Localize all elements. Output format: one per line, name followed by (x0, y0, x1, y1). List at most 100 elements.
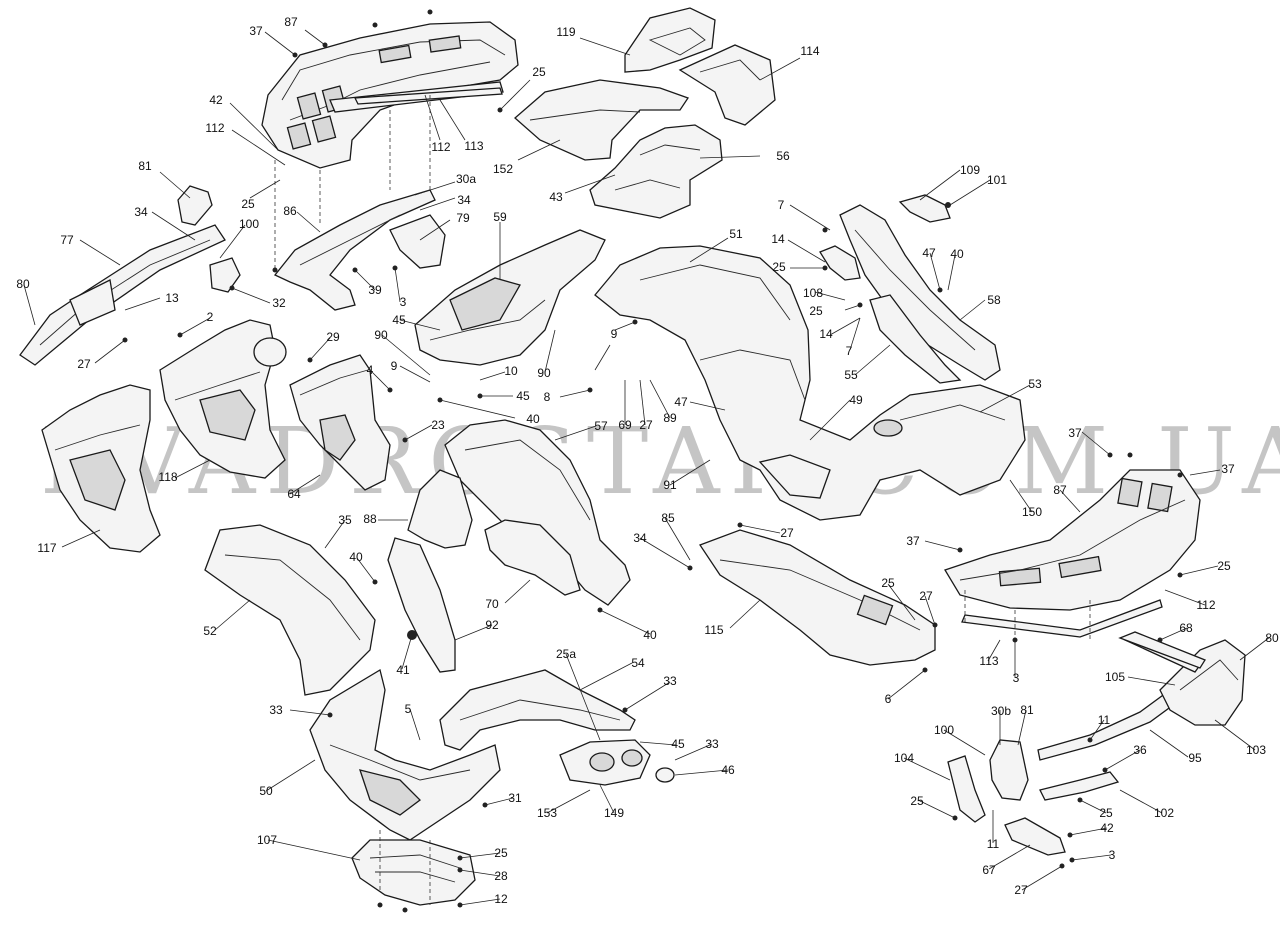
callout-57: 57 (594, 419, 608, 433)
mudguard-70 (484, 519, 581, 596)
callout-25: 25 (772, 260, 786, 274)
callout-107: 107 (256, 833, 278, 847)
bracket-108 (819, 245, 861, 281)
callout-51: 51 (729, 227, 743, 241)
callout-40: 40 (950, 247, 964, 261)
callout-25: 25 (241, 197, 255, 211)
callout-32: 32 (272, 296, 286, 310)
callout-14: 14 (819, 327, 833, 341)
cover-152 (514, 79, 690, 161)
light-149 (559, 739, 651, 786)
callout-36: 36 (1133, 743, 1147, 757)
callout-81: 81 (1020, 703, 1034, 717)
callout-41: 41 (396, 663, 410, 677)
callout-103: 103 (1245, 743, 1267, 757)
callout-153: 153 (536, 806, 558, 820)
callout-3: 3 (1012, 671, 1020, 685)
callout-115: 115 (704, 623, 724, 637)
callout-23: 23 (431, 418, 445, 432)
callout-70: 70 (485, 597, 499, 611)
callout-2: 2 (206, 310, 214, 324)
callout-25: 25 (1099, 806, 1113, 820)
callout-25: 25 (881, 576, 895, 590)
footwell-50 (309, 668, 501, 841)
callout-45: 45 (516, 389, 530, 403)
callout-30b: 30b (990, 704, 1012, 718)
callout-28: 28 (494, 869, 508, 883)
callout-47: 47 (674, 395, 688, 409)
front-rack-77 (19, 224, 241, 366)
callout-101: 101 (986, 173, 1008, 187)
panel-88 (407, 469, 473, 549)
side-panel-117 (41, 384, 161, 553)
callout-102: 102 (1153, 806, 1175, 820)
bracket-86 (273, 189, 446, 311)
callout-92: 92 (485, 618, 499, 632)
callout-68: 68 (1179, 621, 1193, 635)
callout-109: 109 (959, 163, 981, 177)
leader-lines (23, 29, 1271, 906)
callout-7: 7 (777, 198, 785, 212)
cap-46 (655, 767, 675, 783)
callout-11: 11 (986, 837, 1000, 851)
callout-119: 119 (556, 25, 576, 39)
callout-55: 55 (844, 368, 858, 382)
callout-100: 100 (933, 723, 955, 737)
callout-3: 3 (399, 295, 407, 309)
callout-89: 89 (663, 411, 677, 425)
callout-114: 114 (800, 44, 820, 58)
callout-149: 149 (603, 806, 625, 820)
callout-69: 69 (618, 418, 632, 432)
callout-37: 37 (249, 24, 263, 38)
bracket-81-a (177, 185, 213, 226)
callout-45: 45 (392, 313, 406, 327)
callout-25: 25 (809, 304, 823, 318)
callout-152: 152 (492, 162, 514, 176)
callout-42: 42 (209, 93, 223, 107)
callout-86: 86 (283, 204, 297, 218)
callout-25: 25 (532, 65, 546, 79)
skid-plate-115 (699, 529, 936, 666)
callout-6: 6 (884, 692, 892, 706)
callout-113: 113 (979, 654, 999, 668)
callout-4: 4 (366, 363, 374, 377)
callout-108: 108 (802, 286, 824, 300)
callout-40: 40 (526, 412, 540, 426)
callout-34: 34 (633, 531, 647, 545)
callout-79: 79 (456, 211, 470, 225)
console-59 (414, 229, 606, 366)
cover-119 (624, 7, 716, 73)
callout-34: 34 (457, 193, 471, 207)
bracket-67 (1004, 817, 1066, 856)
callout-33: 33 (705, 737, 719, 751)
callout-77: 77 (60, 233, 74, 247)
callout-54: 54 (631, 656, 645, 670)
callout-81: 81 (138, 159, 152, 173)
callout-27: 27 (919, 589, 933, 603)
callout-37: 37 (1221, 462, 1235, 476)
bracket-64 (289, 354, 391, 491)
callout-87: 87 (284, 15, 298, 29)
callout-7: 7 (845, 344, 853, 358)
callout-42: 42 (1100, 821, 1114, 835)
callout-113: 113 (464, 139, 484, 153)
callout-112: 112 (1196, 598, 1216, 612)
callout-91: 91 (663, 478, 677, 492)
callout-33: 33 (269, 703, 283, 717)
rod-113-a (353, 87, 503, 105)
callout-67: 67 (982, 863, 996, 877)
console-56 (589, 124, 723, 219)
bar-68 (1118, 631, 1206, 669)
fender-54 (439, 669, 636, 751)
callout-40: 40 (643, 628, 657, 642)
bracket-104 (947, 755, 986, 823)
rod-113-b (961, 599, 1163, 638)
callout-46: 46 (721, 763, 735, 777)
callout-59: 59 (493, 210, 507, 224)
callout-9: 9 (610, 327, 618, 341)
callout-9: 9 (390, 359, 398, 373)
callout-3: 3 (1108, 848, 1116, 862)
callout-39: 39 (368, 283, 382, 297)
callout-10: 10 (504, 364, 518, 378)
callout-90: 90 (374, 328, 388, 342)
